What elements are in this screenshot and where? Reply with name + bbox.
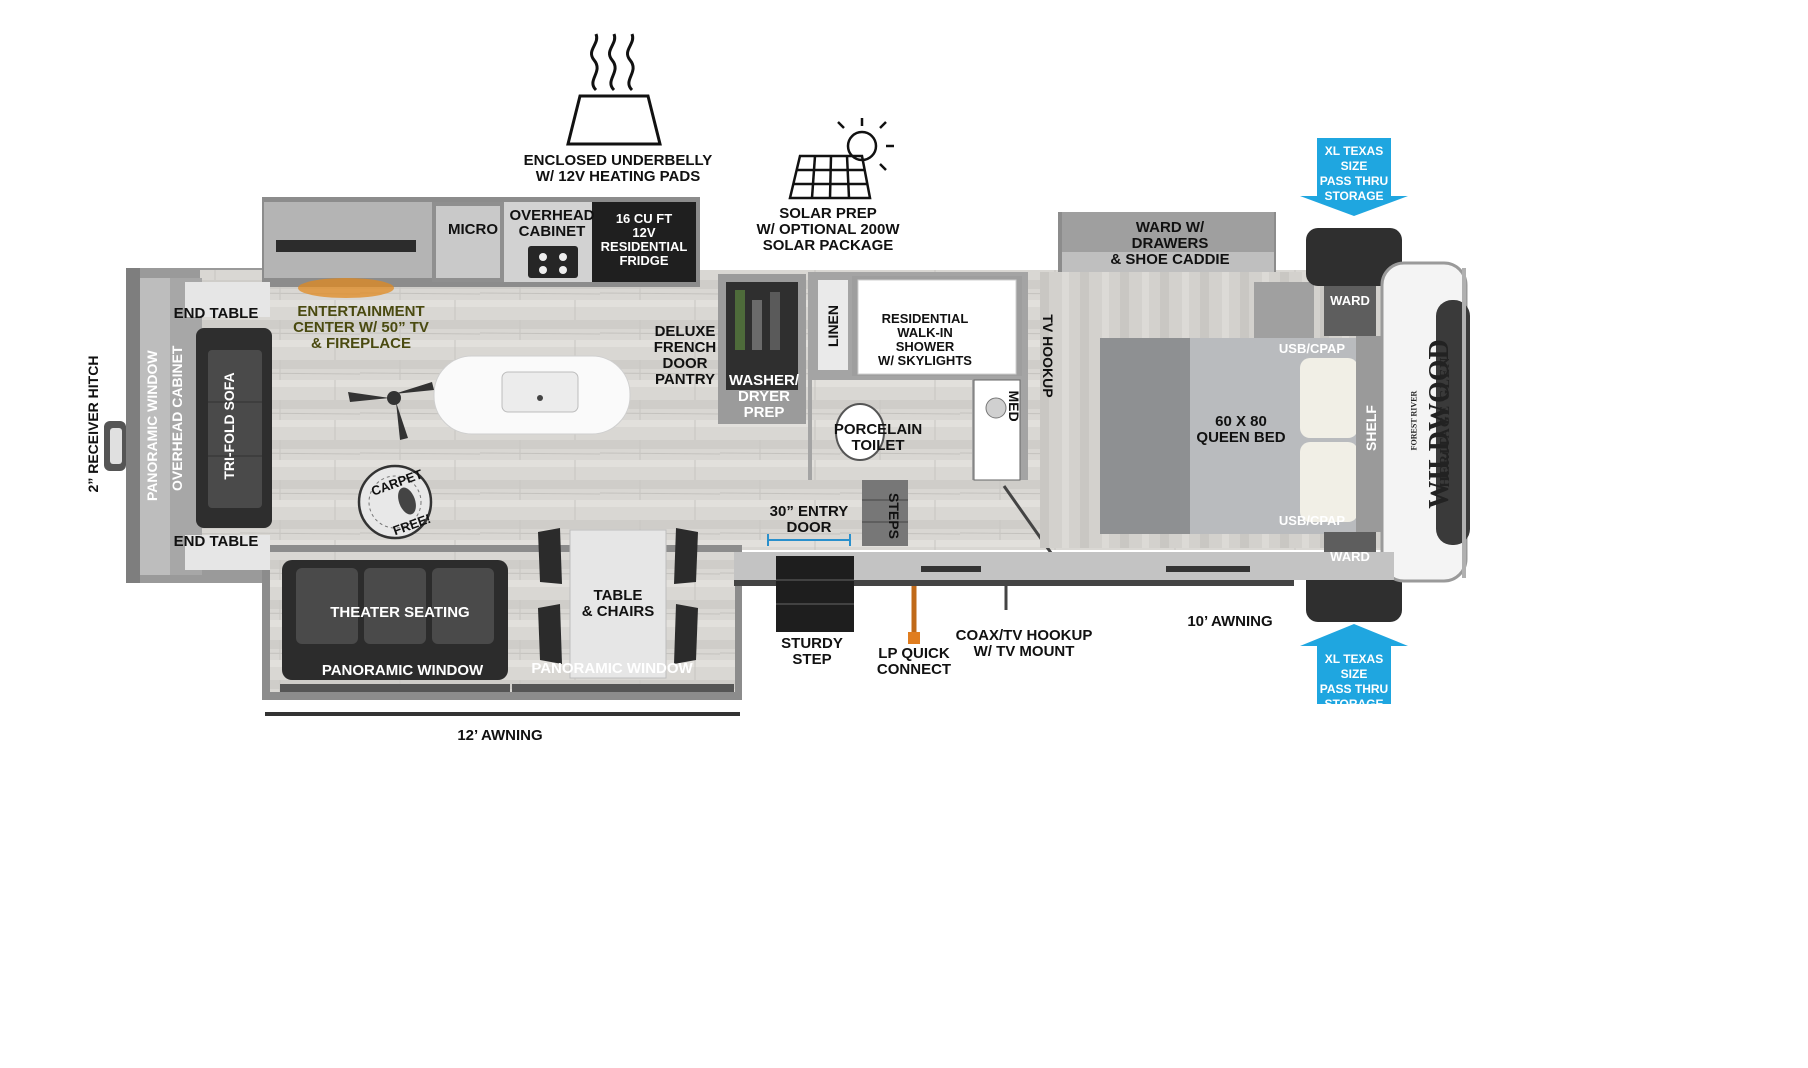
exterior-bottom [734,534,1394,644]
usb-cpap-bottom-label: USB/CPAP [1278,513,1346,528]
receiver-hitch-label: 2” RECEIVER HITCH [85,355,101,493]
bedroom [1040,212,1396,586]
underbelly-label: ENCLOSED UNDERBELLY W/ 12V HEATING PADS [523,152,713,185]
queen-bed-label: 60 X 80 QUEEN BED [1196,413,1286,446]
overhead-cabinet-label: OVERHEAD CABINET [509,207,595,240]
window-strips [265,566,1250,716]
heating-icon [566,33,662,146]
usb-cpap-top-label: USB/CPAP [1278,341,1346,356]
lp-quick-label: LP QUICK CONNECT [876,645,952,678]
brand-logo-maker: FOREST RIVER [1409,390,1419,451]
kitchen-slide [432,202,696,282]
xl-storage-top-label: XL TEXAS SIZE PASS THRU STORAGE [1319,144,1389,203]
tv-hookup-label: TV HOOKUP [1040,314,1056,398]
entertainment-center [264,202,432,298]
coax-label: COAX/TV HOOKUP W/ TV MOUNT [955,627,1093,660]
entertainment-label: ENTERTAINMENT CENTER W/ 50” TV & FIREPLA… [293,303,429,352]
awning-12-label: 12’ AWNING [457,727,543,744]
tri-fold-sofa [196,328,272,528]
rear-area [104,268,270,583]
panoramic-window-rear-label: PANORAMIC WINDOW [144,350,160,501]
solar-panel-icon [788,118,894,200]
dinette [538,528,698,679]
xl-storage-callout-top: XL TEXAS SIZE PASS THRU STORAGE [1300,138,1408,216]
overhead-cabinet-rear-label: OVERHEAD CABINET [169,345,185,491]
washer-label: WASHER/ DRYER PREP [728,372,799,421]
end-table-bottom-label: END TABLE [173,533,259,550]
toilet-label: PORCELAIN TOILET [833,421,923,454]
fridge-label: 16 CU FT 12V RESIDENTIAL FRIDGE [600,211,688,268]
theater-label: THEATER SEATING [330,604,470,621]
micro-label: MICRO [448,221,498,238]
table-chairs-label: TABLE & CHAIRS [581,587,655,620]
linen-label: LINEN [825,305,841,347]
steps-label: STEPS [886,493,902,539]
pantry-washer [718,274,806,424]
pantry-label: DELUXE FRENCH DOOR PANTRY [653,323,717,388]
tri-fold-sofa-label: TRI-FOLD SOFA [221,372,237,480]
entry-door-label: 30” ENTRY DOOR [769,503,849,536]
ceiling-fan-icon [348,382,434,440]
sturdy-step-label: STURDY STEP [781,635,843,668]
ward-top-label: WARD [1330,293,1370,308]
end-table-top-label: END TABLE [173,305,259,322]
xl-storage-callout-bottom: XL TEXAS SIZE PASS THRU STORAGE [1300,624,1408,712]
xl-storage-bottom-label: XL TEXAS SIZE PASS THRU STORAGE [1319,652,1389,711]
panoramic-window-2-label: PANORAMIC WINDOW [531,660,693,677]
carpet-free-badge [357,464,433,540]
solar-label: SOLAR PREP W/ OPTIONAL 200W SOLAR PACKAG… [756,205,900,254]
shelf-label: SHELF [1363,405,1379,451]
theater-seating [282,560,508,680]
kitchen-island [433,355,631,435]
bathroom [808,272,1028,481]
shower-label: RESIDENTIAL WALK-IN SHOWER W/ SKYLIGHTS [878,311,972,368]
awning-10-label: 10’ AWNING [1187,613,1273,630]
entry-steps [862,480,1058,561]
med-label: MED [1006,390,1022,422]
brand-logo-series: HERITAGE GLEN [1438,356,1453,488]
ward-bottom-label: WARD [1330,549,1370,564]
ward-drawers-label: WARD W/ DRAWERS & SHOE CADDIE [1110,219,1230,268]
panoramic-window-1-label: PANORAMIC WINDOW [321,662,484,679]
